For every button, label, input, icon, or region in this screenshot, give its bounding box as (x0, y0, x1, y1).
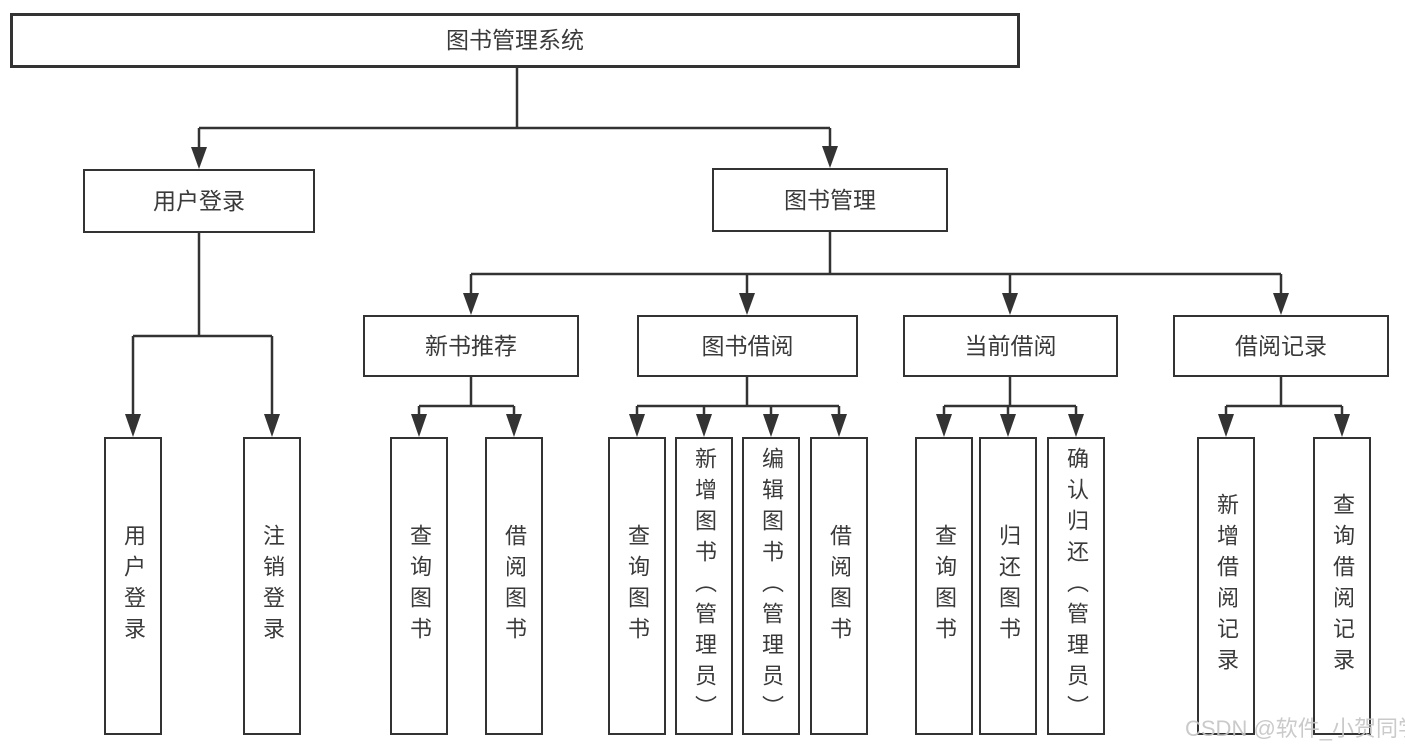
node-borrow-records: 借阅记录 (1173, 315, 1389, 377)
connector-book-borrow-to-leaves (629, 377, 847, 437)
connector-new-book-recommend-to-leaves (411, 377, 522, 437)
leaf-label: 注销登录 (260, 524, 285, 648)
leaf-query-books-borrow: 查询图书 (608, 437, 666, 735)
node-label: 图书管理 (784, 186, 876, 213)
leaf-logout: 注销登录 (243, 437, 301, 735)
connector-book-management-to-level3 (463, 232, 1289, 315)
leaf-query-books-current: 查询图书 (915, 437, 973, 735)
node-user-login: 用户登录 (83, 169, 315, 233)
node-label: 图书管理系统 (446, 27, 584, 53)
leaf-label: 查询图书 (625, 524, 650, 648)
node-label: 当前借阅 (964, 332, 1057, 359)
connector-user-login-to-leaves (125, 233, 280, 437)
leaf-label: 归还图书 (996, 524, 1021, 648)
leaf-label: 确认归还（管理员） (1064, 446, 1089, 726)
leaf-label: 用户登录 (121, 524, 146, 648)
leaf-borrow-books: 借阅图书 (810, 437, 868, 735)
leaf-add-book-admin: 新增图书（管理员） (675, 437, 733, 735)
node-label: 借阅记录 (1235, 332, 1327, 359)
leaf-label: 借阅图书 (827, 524, 852, 648)
leaf-label: 查询图书 (932, 524, 957, 648)
leaf-user-login: 用户登录 (104, 437, 162, 735)
node-label: 图书借阅 (701, 332, 794, 359)
leaf-return-book: 归还图书 (979, 437, 1037, 735)
node-library-management-system: 图书管理系统 (10, 13, 1020, 68)
leaf-label: 新增借阅记录 (1214, 493, 1239, 679)
csdn-watermark: CSDN @软件_小贺同学 (1185, 716, 1405, 741)
node-book-borrow: 图书借阅 (637, 315, 858, 377)
node-label: 新书推荐 (425, 332, 517, 359)
node-new-book-recommend: 新书推荐 (363, 315, 579, 377)
leaf-query-borrow-record: 查询借阅记录 (1313, 437, 1371, 735)
node-label: 用户登录 (153, 187, 245, 214)
leaf-label: 编辑图书（管理员） (759, 446, 784, 726)
leaf-label: 新增图书（管理员） (692, 446, 717, 726)
node-book-management: 图书管理 (712, 168, 948, 232)
connector-current-borrow-to-leaves (936, 377, 1084, 437)
connector-root-to-level2 (191, 68, 838, 169)
leaf-confirm-return-admin: 确认归还（管理员） (1047, 437, 1105, 735)
node-current-borrow: 当前借阅 (903, 315, 1118, 377)
leaf-label: 查询图书 (407, 524, 432, 648)
leaf-label: 查询借阅记录 (1330, 493, 1355, 679)
leaf-add-borrow-record: 新增借阅记录 (1197, 437, 1255, 735)
leaf-label: 借阅图书 (502, 524, 527, 648)
connector-borrow-records-to-leaves (1218, 377, 1350, 437)
leaf-query-books-recommend: 查询图书 (390, 437, 448, 735)
leaf-borrow-books-recommend: 借阅图书 (485, 437, 543, 735)
leaf-edit-book-admin: 编辑图书（管理员） (742, 437, 800, 735)
